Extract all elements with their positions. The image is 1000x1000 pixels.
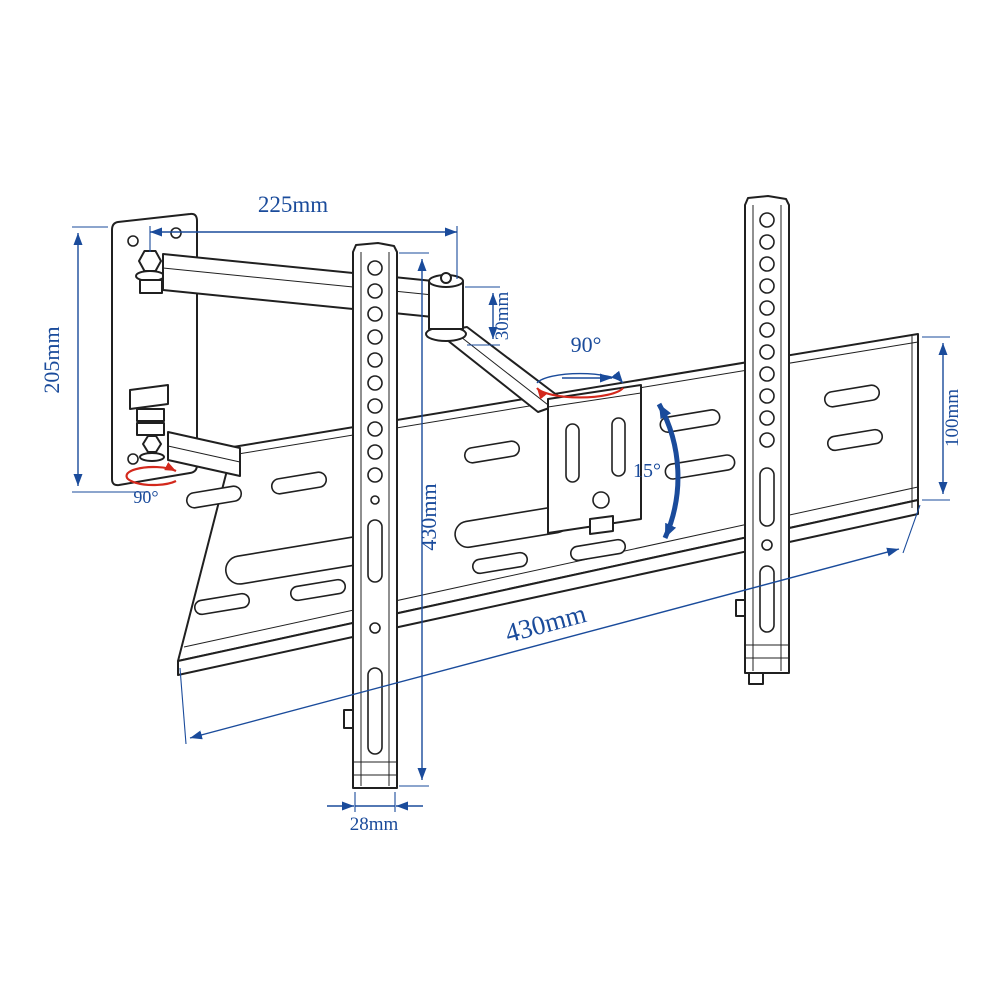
wall-plate-hole (127, 453, 139, 465)
pivot-joint (425, 272, 467, 342)
dim-wall-plate-width: 225mm (149, 192, 458, 279)
pivot-bolt (440, 272, 452, 284)
dim-tilt-angle: 15° (633, 402, 681, 540)
label-tilt-angle: 15° (633, 460, 661, 482)
rail-bottom-hook (748, 672, 764, 685)
label-swivel-top: 90° (571, 332, 602, 357)
rail-hook-tab (343, 709, 354, 729)
wall-plate-hole (127, 235, 139, 247)
hinge-bolt-bottom (142, 435, 162, 453)
tilt-bracket (547, 384, 642, 535)
label-rail-height: 430mm (416, 483, 441, 550)
label-wall-plate-height: 205mm (39, 326, 64, 393)
dim-rail-height: 430mm (399, 252, 441, 787)
hinge-bolt-top (138, 250, 162, 272)
dim-arm-profile: 30mm (465, 286, 513, 346)
label-rail-top-offset: 100mm (942, 389, 963, 447)
dim-rail-width: 28mm (327, 792, 423, 835)
dim-rail-top-offset: 100mm (922, 336, 963, 501)
dim-wall-plate-height: 205mm (39, 226, 148, 493)
lower-arm (167, 431, 241, 477)
rail-hook-tab (735, 599, 746, 617)
wall-plate-hole (170, 227, 182, 239)
label-swivel-bottom: 90° (133, 487, 158, 507)
label-arm-profile: 30mm (492, 292, 513, 341)
label-rail-width: 28mm (350, 814, 399, 835)
label-wall-plate-width: 225mm (258, 192, 328, 217)
label-plate-width: 430mm (502, 598, 589, 648)
dim-swivel-bottom: 90° (125, 462, 177, 507)
dim-swivel-top: 90° (536, 332, 624, 400)
